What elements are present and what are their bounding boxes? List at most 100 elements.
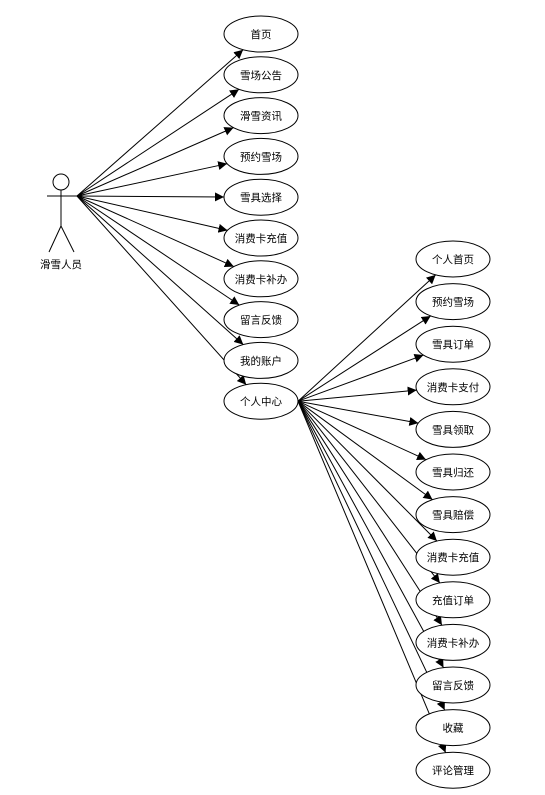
use-case-label: 雪具选择 bbox=[240, 191, 282, 204]
association-arrow bbox=[76, 195, 228, 233]
association-arrow bbox=[76, 195, 247, 386]
use-case-label: 留言反馈 bbox=[240, 314, 282, 327]
use-case-ellipse bbox=[415, 751, 491, 789]
use-case-book-venue: 预约雪场 bbox=[223, 137, 299, 175]
use-case-comment-manage: 评论管理 bbox=[415, 751, 491, 789]
use-case-label: 预约雪场 bbox=[240, 150, 282, 163]
use-case-card-reissue-2: 消费卡补办 bbox=[415, 623, 491, 661]
use-case-ellipse bbox=[415, 325, 491, 363]
use-case-ellipse bbox=[223, 382, 299, 420]
include-arrow bbox=[297, 315, 431, 402]
use-case-label: 消费卡支付 bbox=[427, 381, 480, 394]
include-arrow bbox=[297, 400, 433, 501]
use-case-ellipse bbox=[415, 581, 491, 619]
use-case-personal-center: 个人中心 bbox=[223, 382, 299, 420]
use-case-ellipse bbox=[415, 496, 491, 534]
association-arrow bbox=[76, 195, 235, 268]
use-case-ellipse bbox=[415, 410, 491, 448]
use-case-label: 雪具归还 bbox=[432, 466, 474, 479]
use-case-label: 留言反馈 bbox=[432, 679, 474, 692]
actor-right-leg bbox=[60, 225, 75, 253]
use-case-favorites: 收藏 bbox=[415, 709, 491, 747]
include-arrow bbox=[297, 400, 427, 461]
include-arrow bbox=[297, 400, 419, 426]
use-case-card-payment: 消费卡支付 bbox=[415, 368, 491, 406]
use-case-label: 雪具赔偿 bbox=[432, 509, 474, 522]
include-arrow bbox=[297, 400, 438, 542]
use-case-label: 消费卡补办 bbox=[427, 636, 480, 649]
use-case-ellipse bbox=[415, 368, 491, 406]
include-arrow bbox=[297, 386, 417, 402]
association-arrow bbox=[76, 195, 244, 345]
use-case-gear-pickup: 雪具领取 bbox=[415, 410, 491, 448]
use-case-ellipse bbox=[415, 453, 491, 491]
include-arrow bbox=[297, 353, 424, 402]
use-case-gear-order: 雪具订单 bbox=[415, 325, 491, 363]
association-arrow bbox=[76, 195, 240, 306]
actor-head bbox=[52, 173, 70, 191]
use-case-label: 消费卡充值 bbox=[427, 551, 480, 564]
use-case-label: 预约雪场 bbox=[432, 296, 474, 309]
association-arrow bbox=[76, 49, 244, 197]
use-case-card-recharge: 消费卡充值 bbox=[223, 219, 299, 257]
use-case-gear-compensation: 雪具赔偿 bbox=[415, 496, 491, 534]
use-case-ellipse bbox=[415, 240, 491, 278]
use-case-ski-news: 滑雪资讯 bbox=[223, 97, 299, 135]
use-case-ellipse bbox=[415, 283, 491, 321]
use-case-label: 我的账户 bbox=[240, 354, 282, 367]
use-case-gear-return: 雪具归还 bbox=[415, 453, 491, 491]
use-case-label: 雪具订单 bbox=[432, 339, 474, 351]
use-case-ellipse bbox=[415, 538, 491, 576]
use-case-card-recharge-2: 消费卡充值 bbox=[415, 538, 491, 576]
use-case-ellipse bbox=[223, 219, 299, 257]
use-case-label: 首页 bbox=[251, 28, 272, 41]
use-case-card-reissue: 消费卡补办 bbox=[223, 260, 299, 298]
use-case-ellipse bbox=[223, 260, 299, 298]
association-arrow bbox=[76, 161, 228, 197]
use-case-my-account: 我的账户 bbox=[223, 341, 299, 379]
association-arrow bbox=[76, 192, 225, 202]
actor-left-leg bbox=[48, 225, 62, 253]
use-case-label: 消费卡充值 bbox=[235, 232, 288, 245]
use-case-ellipse bbox=[415, 666, 491, 704]
use-case-ellipse bbox=[223, 137, 299, 175]
include-arrow bbox=[297, 400, 444, 668]
use-case-label: 收藏 bbox=[443, 722, 464, 735]
use-case-personal-home: 个人首页 bbox=[415, 240, 491, 278]
use-case-ellipse bbox=[223, 341, 299, 379]
associations bbox=[76, 49, 447, 753]
use-case-label: 充值订单 bbox=[432, 594, 474, 607]
use-case-label: 雪场公告 bbox=[240, 69, 282, 82]
use-case-ellipse bbox=[223, 301, 299, 339]
association-arrow bbox=[76, 127, 234, 197]
use-case-recharge-order: 充值订单 bbox=[415, 581, 491, 619]
use-case-feedback: 留言反馈 bbox=[223, 301, 299, 339]
use-case-ellipse bbox=[415, 709, 491, 747]
use-case-book-venue-2: 预约雪场 bbox=[415, 283, 491, 321]
use-case-ellipse bbox=[223, 15, 299, 53]
use-case-home: 首页 bbox=[223, 15, 299, 53]
use-case-label: 消费卡补办 bbox=[235, 273, 288, 286]
use-case-ellipse bbox=[223, 97, 299, 135]
include-arrow bbox=[297, 400, 443, 626]
association-arrow bbox=[76, 88, 240, 197]
use-case-label: 滑雪资讯 bbox=[240, 110, 282, 123]
include-arrow bbox=[297, 400, 446, 711]
include-arrow bbox=[297, 400, 441, 584]
use-case-label: 个人中心 bbox=[240, 395, 282, 408]
use-case-ellipse bbox=[223, 178, 299, 216]
actor-label: 滑雪人员 bbox=[40, 259, 82, 271]
include-arrow bbox=[297, 401, 447, 753]
use-case-ellipse bbox=[415, 623, 491, 661]
use-case-feedback-2: 留言反馈 bbox=[415, 666, 491, 704]
use-case-label: 雪具领取 bbox=[432, 423, 474, 436]
use-case-label: 个人首页 bbox=[432, 253, 474, 266]
actor-figure bbox=[47, 173, 77, 253]
use-case-label: 评论管理 bbox=[432, 764, 474, 777]
use-case-ellipse bbox=[223, 56, 299, 94]
use-case-gear-select: 雪具选择 bbox=[223, 178, 299, 216]
include-arrow bbox=[297, 274, 437, 402]
sub-use-cases: 个人首页预约雪场雪具订单消费卡支付雪具领取雪具归还雪具赔偿消费卡充值充值订单消费… bbox=[415, 240, 491, 789]
